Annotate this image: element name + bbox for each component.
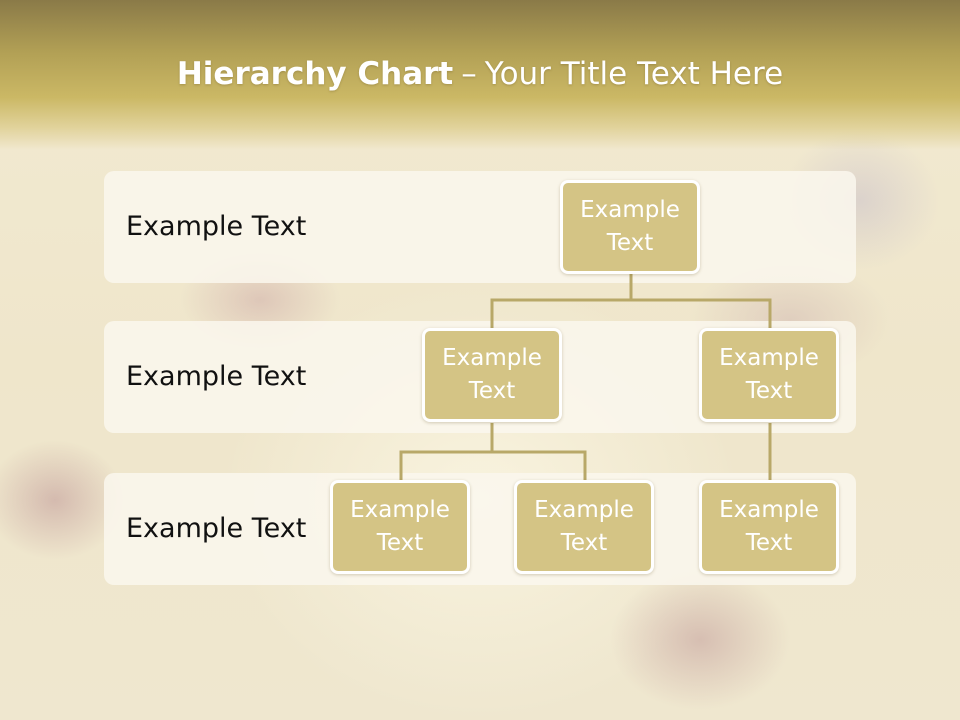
org-node-level3-middle[interactable]: Example Text: [514, 480, 654, 574]
org-node-level3-right[interactable]: Example Text: [699, 480, 839, 574]
org-node-level3-left[interactable]: Example Text: [330, 480, 470, 574]
org-node-level2-left[interactable]: Example Text: [422, 328, 562, 422]
title-bold: Hierarchy Chart: [176, 56, 454, 92]
level-1-label: Example Text: [126, 211, 307, 242]
title-rest: Your Title Text Here: [484, 56, 784, 92]
level-3-label: Example Text: [126, 513, 307, 544]
slide-title: Hierarchy Chart–Your Title Text Here: [0, 52, 960, 96]
header-band: [0, 0, 960, 150]
org-node-root[interactable]: Example Text: [560, 180, 700, 274]
title-dash: –: [461, 56, 477, 92]
level-2-label: Example Text: [126, 361, 307, 392]
org-node-level2-right[interactable]: Example Text: [699, 328, 839, 422]
level-band-1: Example Text: [104, 171, 856, 283]
